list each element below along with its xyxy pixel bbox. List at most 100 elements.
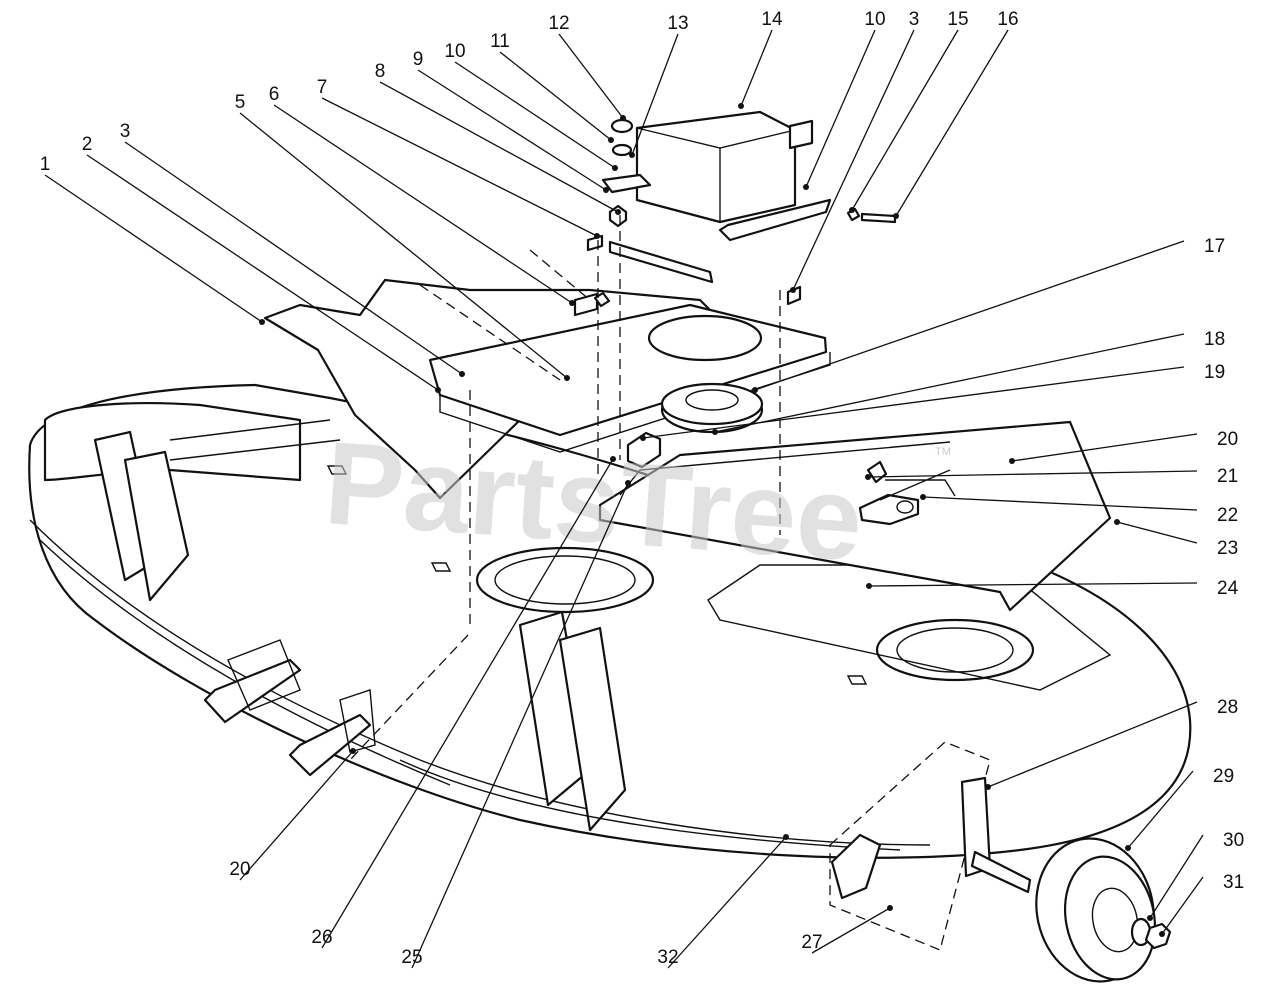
leader-dot (610, 456, 616, 462)
leader-line (667, 836, 787, 969)
leader-dot (712, 429, 718, 435)
callout-26: 26 (311, 456, 616, 949)
leader-dot (259, 319, 265, 325)
callout-number: 16 (997, 9, 1018, 30)
leader-line (740, 29, 773, 107)
callout-number: 8 (375, 61, 386, 82)
callout-20: 20 (1009, 429, 1238, 464)
callout-number: 23 (1217, 538, 1238, 559)
leader-line (851, 29, 959, 211)
callout-number: 30 (1223, 830, 1244, 851)
callout-14: 14 (738, 9, 783, 109)
callout-13: 13 (629, 13, 689, 158)
callout-8: 8 (375, 61, 621, 215)
leader-dot (350, 748, 356, 754)
callout-number: 21 (1217, 466, 1238, 487)
leader-dot (629, 152, 635, 158)
callout-19: 19 (640, 362, 1225, 441)
leader-dot (783, 834, 789, 840)
leader-dot (893, 213, 899, 219)
callout-number: 24 (1217, 578, 1239, 599)
callout-number: 26 (311, 927, 332, 948)
callout-22: 22 (920, 494, 1238, 526)
callout-6: 6 (269, 84, 575, 306)
leader-dot (640, 435, 646, 441)
mower-deck (28, 383, 1192, 859)
leader-dot (625, 480, 631, 486)
leader-line (379, 81, 619, 213)
callout-number: 20 (1217, 429, 1238, 450)
callout-18: 18 (712, 329, 1225, 435)
leader-line (239, 112, 568, 379)
leader-line (1116, 521, 1198, 544)
callout-number: 18 (1204, 329, 1225, 350)
callout-number: 19 (1204, 362, 1225, 383)
callout-number: 3 (120, 121, 131, 142)
callout-number: 20 (229, 859, 250, 880)
leader-dot (752, 387, 758, 393)
leader-dot (790, 287, 796, 293)
assembly-dash-lines (349, 215, 781, 761)
callout-1: 1 (40, 154, 265, 325)
callout-3: 3 (120, 121, 465, 377)
callout-number: 28 (1217, 697, 1238, 718)
leader-line (1011, 433, 1198, 462)
leader-dot (866, 583, 872, 589)
leader-line (714, 333, 1185, 433)
leader-line (642, 366, 1185, 439)
callout-number: 2 (82, 134, 93, 155)
leader-dot (435, 387, 441, 393)
callout-number: 7 (317, 77, 328, 98)
leader-dot (1125, 845, 1131, 851)
leader-dot (865, 474, 871, 480)
callout-3: 3 (790, 9, 919, 293)
leader-line (631, 33, 679, 156)
callout-2: 2 (82, 134, 441, 393)
leader-line (895, 29, 1009, 217)
gearbox-assembly (573, 110, 897, 317)
leader-dot (612, 165, 618, 171)
callout-25: 25 (401, 480, 631, 969)
leader-line (754, 240, 1185, 391)
callout-15: 15 (849, 9, 969, 213)
leader-line (499, 51, 612, 141)
leader-line (124, 141, 463, 375)
callout-5: 5 (235, 92, 570, 381)
callout-number: 11 (490, 31, 510, 52)
leader-dot (887, 905, 893, 911)
deck-cover-plate (263, 278, 1112, 612)
callout-number: 12 (548, 13, 569, 34)
leader-line (867, 470, 1198, 478)
leader-dot (459, 371, 465, 377)
leader-dot (603, 187, 609, 193)
leader-line (239, 750, 354, 881)
leader-dot (569, 300, 575, 306)
leader-line (1161, 876, 1204, 935)
callout-21: 21 (865, 466, 1238, 487)
callout-31: 31 (1159, 872, 1244, 937)
leader-dot (849, 207, 855, 213)
leader-dot (985, 784, 991, 790)
leader-line (811, 907, 891, 954)
callout-29: 29 (1125, 766, 1234, 851)
callout-number: 29 (1213, 766, 1234, 787)
leader-line (44, 174, 263, 323)
callout-27: 27 (801, 905, 893, 954)
callout-number: 22 (1217, 505, 1238, 526)
callout-9: 9 (413, 49, 609, 193)
callout-number: 5 (235, 92, 246, 113)
callout-number: 10 (864, 9, 885, 30)
callout-28: 28 (985, 697, 1238, 790)
callout-number: 17 (1204, 236, 1225, 257)
callout-20: 20 (229, 748, 356, 881)
leader-dot (1114, 519, 1120, 525)
leader-line (417, 69, 607, 191)
leader-line (805, 29, 876, 188)
leader-line (558, 33, 624, 119)
leader-line (792, 29, 915, 291)
leader-line (454, 61, 616, 169)
callout-23: 23 (1114, 519, 1238, 559)
callout-number: 9 (413, 49, 424, 70)
